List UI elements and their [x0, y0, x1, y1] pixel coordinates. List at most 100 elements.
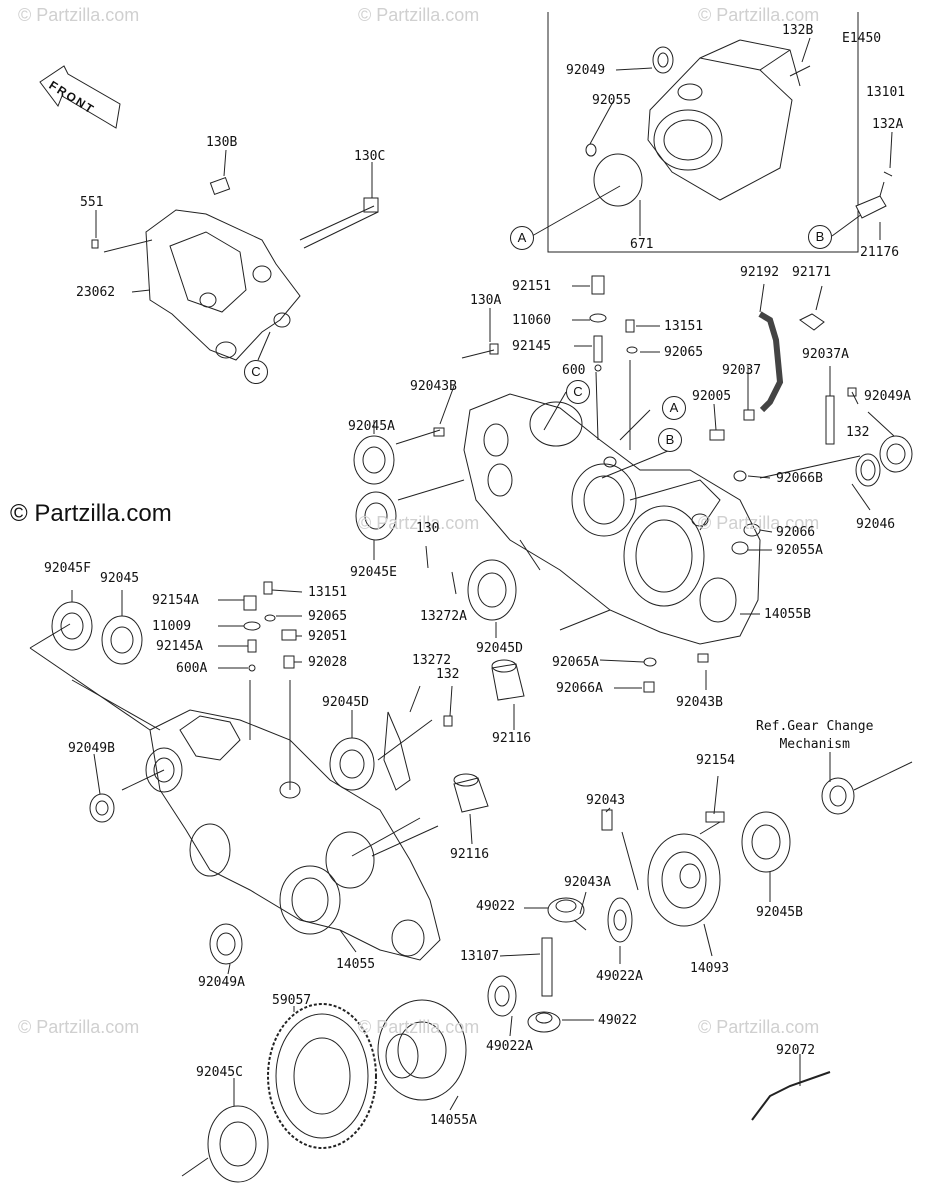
- part-label-49022-top: 49022: [476, 899, 516, 914]
- part-label-13272A: 13272A: [420, 609, 467, 624]
- part-label-92043B: 92043B: [410, 379, 457, 394]
- callout-b: B: [658, 428, 682, 452]
- part-label-92049A: 92049A: [864, 389, 911, 404]
- section-code: E1450: [842, 31, 882, 46]
- brand-text: © Partzilla.com: [10, 500, 172, 527]
- part-label-13101: 13101: [866, 85, 906, 100]
- part-label-92049B: 92049B: [68, 741, 115, 756]
- part-label-92154: 92154: [696, 753, 736, 768]
- callout-a: A: [510, 226, 534, 250]
- callout-c: C: [566, 380, 590, 404]
- starter-motor-drawing: [585, 39, 811, 207]
- part-label-92065: 92065: [664, 345, 704, 360]
- ref-note-line2: Mechanism: [779, 737, 850, 752]
- part-label-92145A: 92145A: [156, 639, 203, 654]
- part-label-92005: 92005: [692, 389, 732, 404]
- oil-seal-92049B: [89, 793, 115, 823]
- oil-seal-92049A-right: [879, 435, 913, 473]
- part-label-92045D-left: 92045D: [322, 695, 369, 710]
- part-label-13107: 13107: [460, 949, 500, 964]
- part-label-92192: 92192: [740, 265, 780, 280]
- bearing-92046: [855, 453, 881, 487]
- part-label-13151: 13151: [664, 319, 704, 334]
- bearing-92045A: [353, 435, 395, 485]
- callout-a: A: [662, 396, 686, 420]
- part-label-13151: 13151: [308, 585, 348, 600]
- shift-drum-part: [821, 777, 855, 815]
- part-label-92065A: 92065A: [552, 655, 599, 670]
- differential-case-14093: [647, 833, 721, 927]
- left-crankcase-drawing: [145, 709, 441, 961]
- part-label-92171: 92171: [792, 265, 832, 280]
- part-label-92045F: 92045F: [44, 561, 91, 576]
- part-label-92045D-right: 92045D: [476, 641, 523, 656]
- part-label-92055A: 92055A: [776, 543, 823, 558]
- part-label-92045E: 92045E: [350, 565, 397, 580]
- part-label-92116-right: 92116: [492, 731, 532, 746]
- part-label-92072: 92072: [776, 1043, 816, 1058]
- part-label-14055A: 14055A: [430, 1113, 477, 1128]
- part-label-92037: 92037: [722, 363, 762, 378]
- part-label-551: 551: [80, 195, 104, 210]
- bearing-92045F: [51, 601, 93, 651]
- shift-plate-13272: [383, 711, 411, 791]
- part-label-130A: 130A: [470, 293, 502, 308]
- bevel-gear-49022-top: [547, 897, 585, 923]
- part-label-11060: 11060: [512, 313, 552, 328]
- part-label-92066: 92066: [776, 525, 816, 540]
- part-label-92066A: 92066A: [556, 681, 603, 696]
- bearing-92045: [101, 615, 143, 665]
- right-crankcase-drawing: [463, 393, 761, 645]
- part-label-59057: 59057: [272, 993, 312, 1008]
- watermark: © Partzilla.com: [698, 1017, 820, 1037]
- part-label-92151: 92151: [512, 279, 552, 294]
- part-label-132A: 132A: [872, 117, 904, 132]
- part-label-92045: 92045: [100, 571, 140, 586]
- part-label-130C: 130C: [354, 149, 386, 164]
- part-label-13272: 13272: [412, 653, 452, 668]
- part-label-92116-left: 92116: [450, 847, 490, 862]
- part-label-14055: 14055: [336, 957, 376, 972]
- part-label-130B: 130B: [206, 135, 238, 150]
- part-label-11009: 11009: [152, 619, 192, 634]
- front-arrow: [39, 65, 121, 129]
- watermark: © Partzilla.com: [358, 5, 480, 25]
- engine-mount-bracket-drawing: [91, 176, 379, 361]
- part-label-92045B: 92045B: [756, 905, 803, 920]
- bearing-92045D-right: [467, 559, 517, 621]
- ring-gear-59057: [267, 1003, 377, 1149]
- part-label-92055: 92055: [592, 93, 632, 108]
- cable-tie-92072: [751, 1071, 831, 1121]
- oil-seal-92049A-left: [209, 923, 243, 965]
- part-label-49022-bottom: 49022: [598, 1013, 638, 1028]
- part-label-23062: 23062: [76, 285, 116, 300]
- part-label-92154A: 92154A: [152, 593, 199, 608]
- part-label-92028: 92028: [308, 655, 348, 670]
- part-label-600A: 600A: [176, 661, 208, 676]
- bearing-92045B: [741, 811, 791, 873]
- part-label-49022A-bottom: 49022A: [486, 1039, 533, 1054]
- part-label-49022A-right: 49022A: [596, 969, 643, 984]
- ref-note: Ref.Gear Change Mechanism: [756, 718, 873, 754]
- watermark: © Partzilla.com: [698, 5, 820, 25]
- part-label-671: 671: [630, 237, 654, 252]
- part-label-92043: 92043: [586, 793, 626, 808]
- part-label-92045A: 92045A: [348, 419, 395, 434]
- part-label-92046: 92046: [856, 517, 896, 532]
- part-label-92043A: 92043A: [564, 875, 611, 890]
- pinion-shaft-13107: [541, 937, 553, 997]
- part-label-92049: 92049: [566, 63, 606, 78]
- bevel-gear-49022A-right: [607, 897, 633, 943]
- part-label-130: 130: [416, 521, 440, 536]
- differential-housing-14055A: [377, 999, 467, 1101]
- watermark: © Partzilla.com: [358, 513, 480, 533]
- callout-b: B: [808, 225, 832, 249]
- part-label-92145: 92145: [512, 339, 552, 354]
- part-label-132: 132: [436, 667, 460, 682]
- sensor-drawing: [855, 171, 893, 219]
- watermark: © Partzilla.com: [358, 1017, 480, 1037]
- part-label-132: 132: [846, 425, 870, 440]
- bevel-gear-49022-bottom: [527, 1011, 561, 1033]
- bearing-92045C: [207, 1105, 269, 1183]
